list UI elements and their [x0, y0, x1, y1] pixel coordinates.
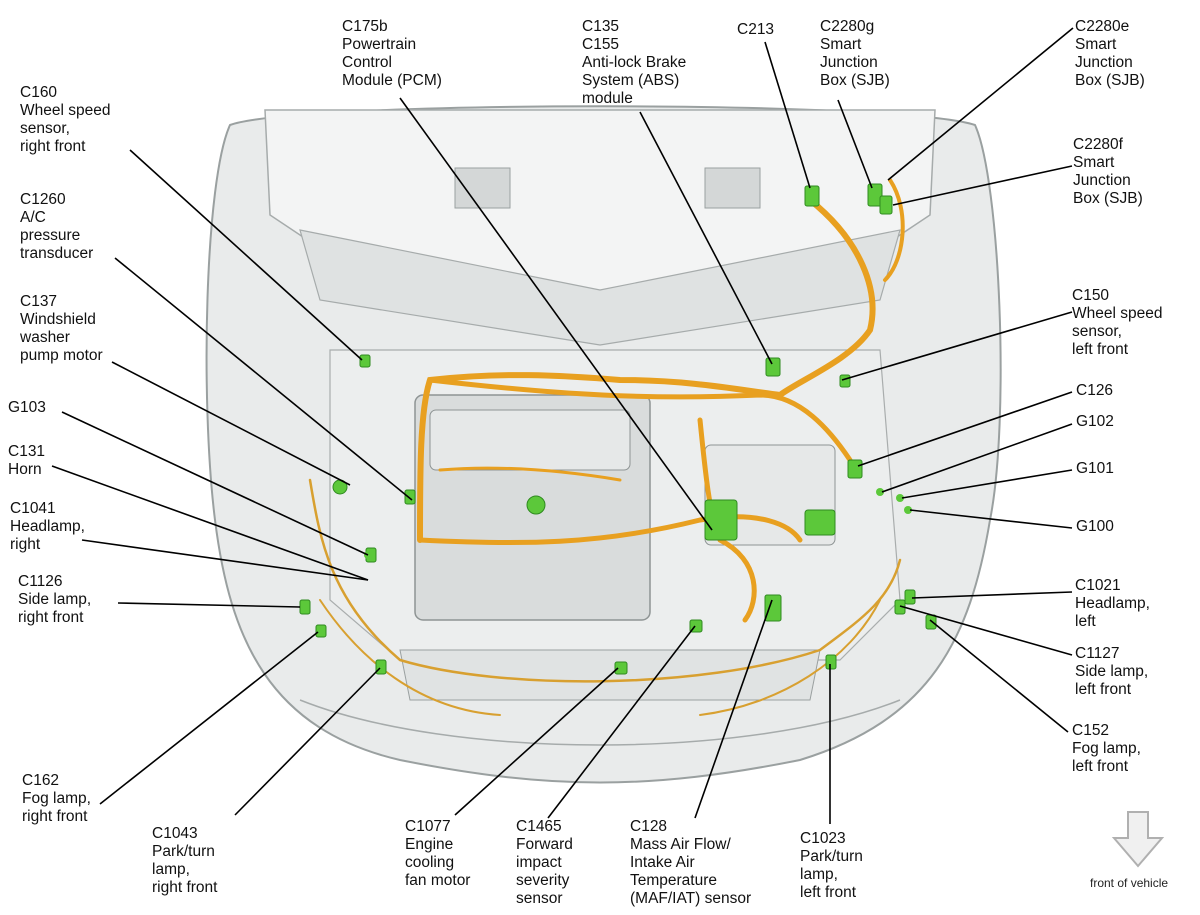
connector-c1077 — [614, 661, 628, 675]
label-c1043: C1043 Park/turn lamp, right front — [152, 825, 218, 896]
label-c1465: C1465 Forward impact severity sensor — [516, 818, 573, 907]
ground-g102 — [876, 488, 884, 496]
label-c150: C150 Wheel speed sensor, left front — [1072, 287, 1163, 358]
leader-c1260 — [114, 257, 413, 501]
label-c1021: C1021 Headlamp, left — [1075, 577, 1150, 630]
leader-g102 — [881, 423, 1073, 493]
label-c175b: C175b Powertrain Control Module (PCM) — [342, 18, 442, 89]
leader-c162 — [99, 631, 319, 805]
vent-right — [704, 167, 761, 209]
label-c2280f: C2280f Smart Junction Box (SJB) — [1073, 136, 1143, 207]
label-c1023: C1023 Park/turn lamp, left front — [800, 830, 863, 901]
leader-g100 — [909, 509, 1073, 529]
bumper-line — [299, 699, 901, 746]
label-c1127: C1127 Side lamp, left front — [1075, 645, 1149, 698]
valve-cover — [429, 409, 631, 471]
leader-c175b — [399, 97, 713, 531]
leader-c1021 — [911, 591, 1073, 599]
label-c128: C128 Mass Air Flow/ Intake Air Temperatu… — [630, 818, 752, 907]
vent-left — [454, 167, 511, 209]
label-c131: C131 Horn — [8, 443, 46, 478]
leader-c152 — [929, 619, 1069, 733]
label-c1126: C1126 Side lamp, right front — [18, 573, 92, 626]
leader-c213 — [764, 41, 811, 189]
front-of-vehicle-label: front of vehicle — [1090, 876, 1169, 890]
connector-c1021 — [904, 589, 916, 605]
connector-c126 — [847, 459, 863, 479]
leader-c1127 — [899, 605, 1073, 656]
leader-c1126 — [117, 602, 301, 608]
label-c1041: C1041 Headlamp, right — [10, 500, 85, 553]
ground-points — [364, 488, 912, 559]
connector-c213 — [804, 185, 820, 207]
label-g100: G100 — [1076, 518, 1114, 535]
cowl-lower — [299, 229, 901, 346]
leader-c2280e — [887, 27, 1074, 181]
label-g103: G103 — [8, 399, 46, 416]
ground-g101 — [896, 494, 904, 502]
leader-g103 — [61, 411, 369, 556]
connector-c1043 — [375, 659, 387, 675]
connector-c1023 — [825, 654, 837, 670]
connector-engine — [526, 495, 546, 515]
leader-c160 — [129, 149, 363, 361]
leader-c150 — [841, 311, 1073, 381]
leader-c1465 — [547, 625, 696, 819]
connector-c162 — [315, 624, 327, 638]
label-c160: C160 Wheel speed sensor, right front — [20, 84, 111, 155]
leader-c2280g — [837, 99, 873, 189]
leader-lines — [51, 27, 1074, 824]
front-arrow-icon — [1111, 811, 1165, 868]
connector-c128 — [764, 594, 782, 622]
connector-c135 — [765, 357, 781, 377]
leader-c1043 — [234, 667, 381, 816]
connector-c160 — [359, 354, 371, 368]
connector-c137 — [404, 489, 416, 505]
leader-c1077 — [454, 667, 619, 816]
label-g101: G101 — [1076, 460, 1114, 477]
label-c213: C213 — [737, 21, 775, 38]
connector-battery — [804, 509, 836, 536]
connector-c1126 — [299, 599, 311, 615]
connector-c2280f — [879, 195, 893, 215]
connector-c175b — [704, 499, 738, 541]
leader-c1041 — [81, 539, 369, 581]
leader-c135 — [639, 111, 773, 365]
label-g102: G102 — [1076, 413, 1114, 430]
leader-c131 — [51, 465, 369, 581]
leader-g101 — [901, 469, 1073, 499]
label-c2280g: C2280g Smart Junction Box (SJB) — [820, 18, 890, 89]
leader-c126 — [857, 391, 1073, 467]
label-c2280e: C2280e Smart Junction Box (SJB) — [1075, 18, 1145, 89]
ground-g100 — [904, 506, 912, 514]
label-c135: C135 C155 Anti-lock Brake System (ABS) m… — [582, 18, 687, 107]
label-c162: C162 Fog lamp, right front — [22, 772, 91, 825]
connector-c2280g — [867, 183, 883, 207]
label-c152: C152 Fog lamp, left front — [1072, 722, 1141, 775]
leader-c128 — [694, 599, 773, 819]
label-c1077: C1077 Engine cooling fan motor — [405, 818, 471, 889]
label-c1260: C1260 A/C pressure transducer — [20, 191, 94, 262]
label-c137: C137 Windshield washer pump motor — [20, 293, 103, 364]
connector-c152 — [925, 614, 937, 630]
leader-c137 — [111, 361, 351, 486]
connector-c150 — [839, 374, 851, 388]
label-c126: C126 — [1076, 382, 1114, 399]
leader-c2280f — [892, 165, 1073, 206]
